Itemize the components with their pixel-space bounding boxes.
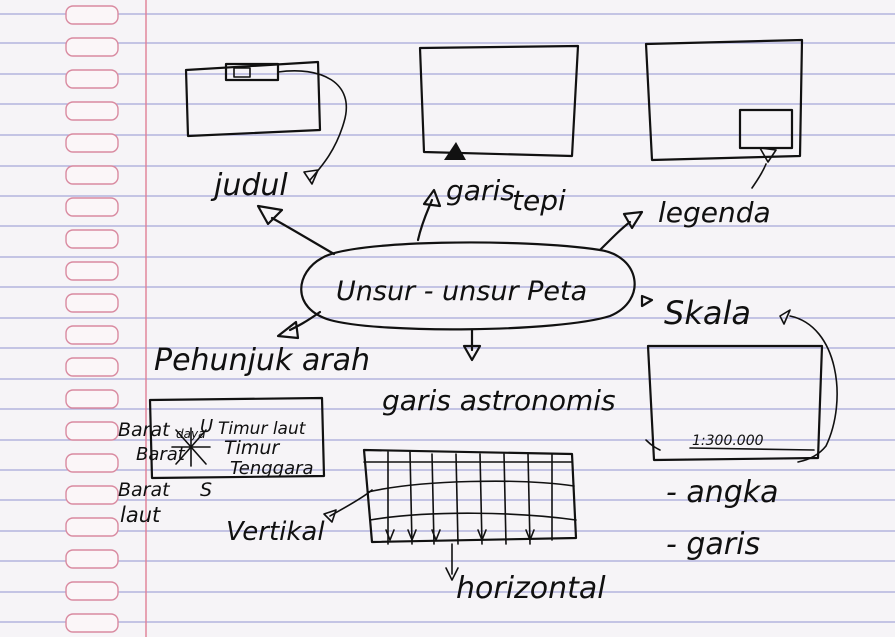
compass-barat-daya-1: Barat	[118, 419, 171, 441]
binder-holes	[65, 5, 119, 633]
judul-illustration	[184, 60, 347, 185]
label-angka: - angka	[666, 475, 779, 510]
astronomis-grid-illustration	[323, 448, 578, 581]
label-vertikal: Vertikal	[226, 517, 325, 547]
compass-tenggara: Tenggara	[230, 458, 314, 479]
compass-barat-daya-2: daya	[176, 427, 205, 441]
label-garis-skala: - garis	[666, 527, 760, 562]
skala-illustration	[645, 309, 838, 463]
label-skala: Skala	[664, 294, 751, 332]
label-legenda: legenda	[658, 196, 771, 229]
ruled-lines	[0, 13, 895, 623]
legenda-illustration	[644, 38, 804, 189]
label-horizontal: horizontal	[456, 571, 606, 606]
arrow-to-garis-astronomis	[462, 328, 482, 362]
scale-ratio-text: 1:300.000	[692, 433, 764, 449]
compass-timur-laut: Timur laut	[218, 419, 307, 439]
arrow-to-skala	[640, 294, 654, 308]
arrow-to-garis-tepi	[416, 188, 442, 242]
compass-barat-laut-1: Barat	[118, 479, 171, 501]
compass-barat: Barat	[136, 444, 186, 465]
compass-barat-laut-2: laut	[120, 503, 161, 527]
compass-illustration	[148, 396, 326, 480]
label-penunjuk-arah: Pehunjuk arah	[154, 343, 370, 378]
central-title: Unsur - unsur Peta	[336, 276, 587, 307]
label-garis: garis	[446, 174, 515, 207]
garis-tepi-illustration	[418, 44, 580, 160]
compass-timur: Timur	[224, 437, 280, 459]
arrow-to-legenda	[598, 210, 644, 252]
compass-utara: U	[200, 416, 213, 437]
compass-selatan: S	[200, 479, 212, 501]
central-node: Unsur - unsur Peta	[300, 241, 636, 331]
arrow-to-penunjuk-arah	[276, 310, 322, 340]
label-judul: judul	[210, 168, 288, 203]
label-tepi: tepi	[512, 184, 566, 217]
label-garis-astronomis: garis astronomis	[382, 384, 616, 417]
arrow-to-judul	[256, 204, 336, 256]
